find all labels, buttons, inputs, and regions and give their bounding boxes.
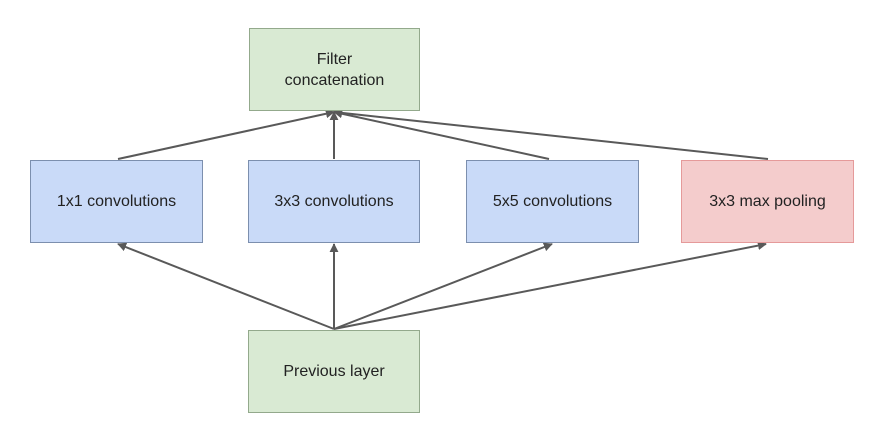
arrow-previous-layer-to-conv-5x5 (333, 242, 553, 330)
arrow-conv-5x5-to-filter-concatenation (333, 109, 550, 160)
arrow-max-pool-3x3-to-filter-concatenation (333, 108, 769, 160)
previous-layer-label: Previous layer (283, 363, 385, 380)
arrow-previous-layer-to-max-pool-3x3 (333, 241, 767, 330)
conv-1x1-node: 1x1 convolutions (30, 160, 203, 243)
max-pool-3x3-label: 3x3 max pooling (709, 193, 826, 210)
conv-3x3-node: 3x3 convolutions (248, 160, 420, 243)
arrow-previous-layer-to-conv-1x1 (117, 242, 335, 330)
max-pool-3x3-node: 3x3 max pooling (681, 160, 854, 243)
conv-5x5-label: 5x5 convolutions (492, 193, 613, 210)
arrow-conv-1x1-to-filter-concatenation (117, 109, 335, 160)
conv-5x5-node: 5x5 convolutions (466, 160, 639, 243)
filter-concatenation-node: Filter concatenation (249, 28, 420, 111)
conv-3x3-label: 3x3 convolutions (274, 193, 394, 210)
previous-layer-node: Previous layer (248, 330, 420, 413)
filter-concatenation-label: Filter concatenation (284, 50, 385, 89)
conv-1x1-label: 1x1 convolutions (56, 193, 177, 210)
